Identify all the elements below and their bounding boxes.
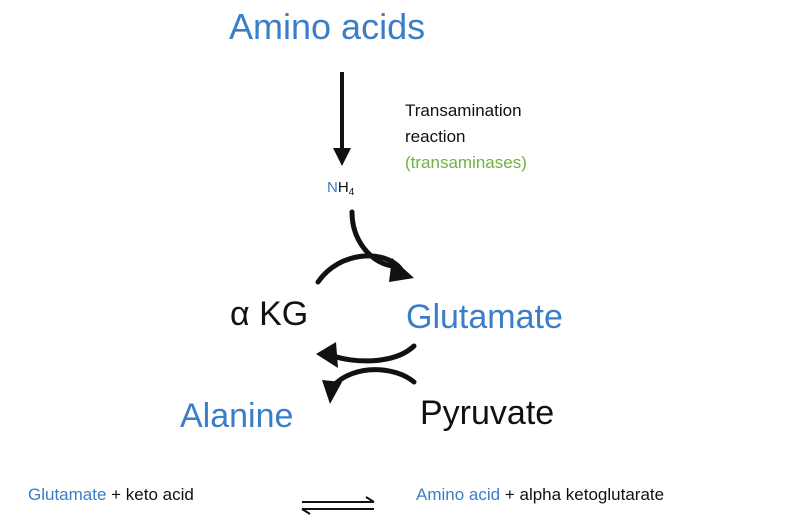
equation-right: Amino acid + alpha ketoglutarate — [416, 484, 664, 506]
curved-arrow-icon — [322, 367, 417, 404]
enzyme-label: (transaminases) — [405, 153, 527, 172]
nh4-label: NH4 — [327, 178, 354, 203]
curved-arrow-icon — [316, 342, 417, 368]
nh4-n: N — [327, 179, 338, 196]
amino-acids-label: Amino acids — [229, 6, 426, 47]
transamination-note: Transamination reaction (transaminases) — [405, 98, 527, 176]
equation-keto-acid: + keto acid — [106, 485, 194, 504]
equation-amino-acid: Amino acid — [416, 485, 501, 504]
equation-alpha-ketoglutarate: + alpha ketoglutarate — [500, 485, 665, 504]
nh4-h: H — [337, 179, 349, 196]
curved-arrow-icon — [315, 253, 414, 285]
alpha-kg-label: α KG — [230, 295, 309, 333]
equilibrium-arrows-icon — [301, 496, 375, 515]
transamination-line2: reaction — [405, 127, 466, 146]
pyruvate-label: Pyruvate — [420, 394, 555, 432]
alanine-label: Alanine — [180, 397, 294, 435]
glutamate-label: Glutamate — [406, 298, 563, 336]
curved-arrow-icon — [349, 209, 395, 269]
equation-glutamate: Glutamate — [28, 485, 107, 504]
nh4-subscript: 4 — [348, 187, 355, 198]
transamination-line1: Transamination — [405, 101, 522, 120]
equation-left: Glutamate + keto acid — [28, 484, 194, 506]
arrow-down-icon — [333, 72, 351, 166]
